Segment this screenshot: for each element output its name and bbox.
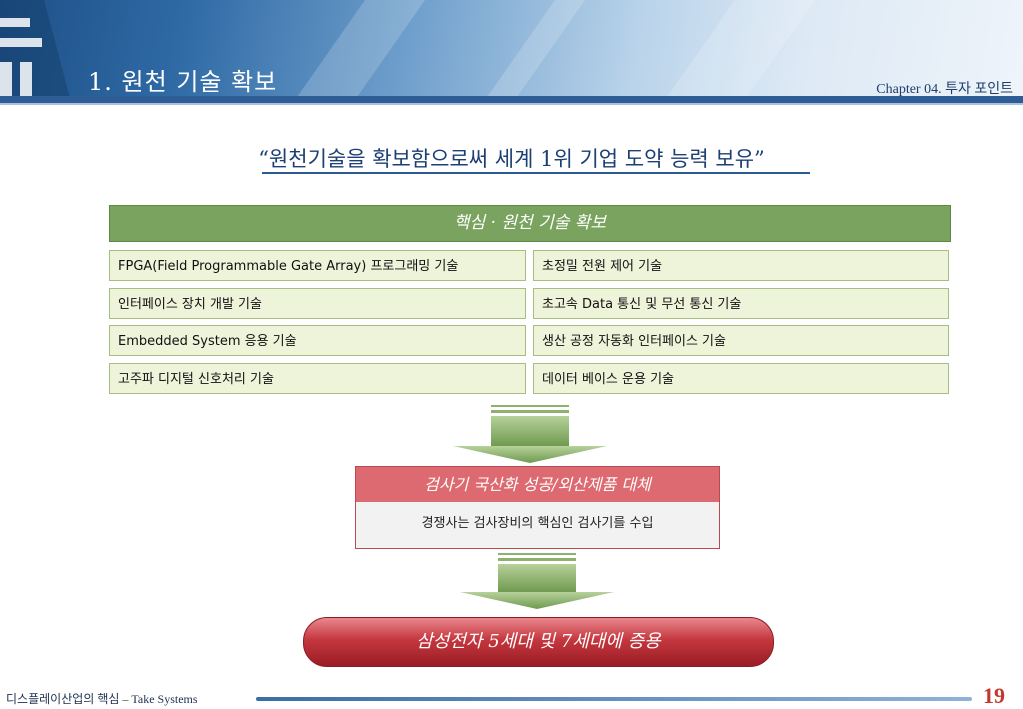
localization-box: 검사기 국산화 성공/외산제품 대체 경쟁사는 검사장비의 핵심인 검사기를 수… xyxy=(355,466,720,549)
core-tech-header: 핵심 · 원천 기술 확보 xyxy=(109,205,951,242)
core-right-item: 초고속 Data 통신 및 무선 통신 기술 xyxy=(533,288,949,319)
localization-body: 경쟁사는 검사장비의 핵심인 검사기를 수입 xyxy=(421,516,654,531)
core-left-item: 고주파 디지털 신호처리 기술 xyxy=(109,363,526,394)
page-number: 19 xyxy=(983,683,1005,708)
logo-graphic xyxy=(0,0,70,98)
down-arrow-icon xyxy=(460,553,614,609)
header-banner: 1. 원천 기술 확보 Chapter 04. 투자 포인트 xyxy=(0,0,1023,98)
core-right-item: 초정밀 전원 제어 기술 xyxy=(533,250,949,281)
core-left-item: FPGA(Field Programmable Gate Array) 프로그래… xyxy=(109,250,526,281)
down-arrow-icon xyxy=(453,405,607,463)
page-title: 1. 원천 기술 확보 xyxy=(88,68,278,96)
localization-header: 검사기 국산화 성공/외산제품 대체 xyxy=(356,467,719,502)
header-divider-light xyxy=(0,103,1023,105)
footer-text: 디스플레이산업의 핵심 – Take Systems xyxy=(6,692,198,706)
core-left-item: Embedded System 응용 기술 xyxy=(109,325,526,356)
result-banner: 삼성전자 5세대 및 7세대에 증용 xyxy=(303,617,774,667)
core-right-item: 데이터 베이스 운용 기술 xyxy=(533,363,949,394)
headline-underline xyxy=(262,172,810,174)
core-right-item: 생산 공정 자동화 인터페이스 기술 xyxy=(533,325,949,356)
core-left-item: 인터페이스 장치 개발 기술 xyxy=(109,288,526,319)
footer-line xyxy=(256,697,972,701)
chapter-label: Chapter 04. 투자 포인트 xyxy=(876,82,1013,97)
header-divider xyxy=(0,96,1023,103)
headline: “원천기술을 확보함으로써 세계 1위 기업 도약 능력 보유” xyxy=(258,147,765,171)
